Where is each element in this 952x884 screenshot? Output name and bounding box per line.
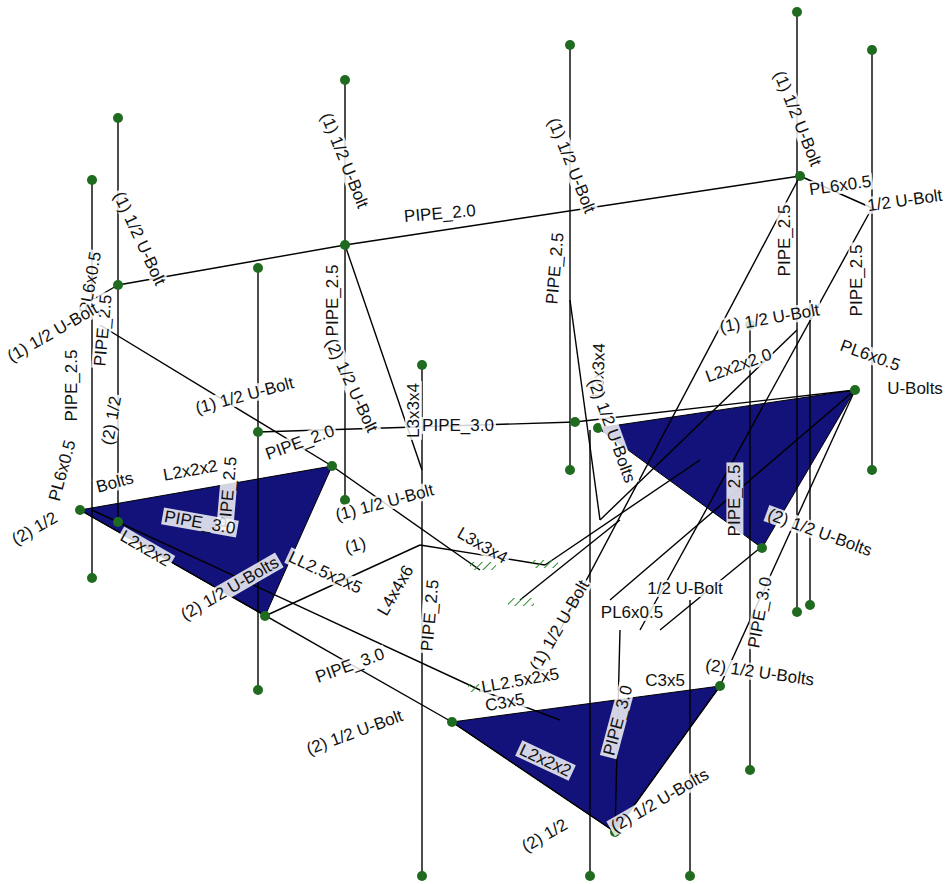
members	[80, 10, 872, 880]
member-label: PIPE_2.5	[848, 242, 865, 318]
member-label: (1) 1/2 U-Bolt	[526, 575, 593, 675]
member-label: PL6x0.5	[806, 172, 874, 198]
mount-plates	[80, 390, 855, 832]
member-label: L3x3x4	[404, 381, 421, 440]
member-label: (2) 1/2	[8, 507, 63, 548]
member-label: PIPE_2.5	[726, 462, 743, 538]
member-label: PIPE_2.0	[261, 421, 338, 463]
member-label: 1/2 U-Bolt	[864, 186, 945, 214]
member-label: (1) 1/2 U-Bolt	[717, 301, 823, 336]
member-label: (1)	[341, 534, 369, 557]
member-label: (2) 1/2	[518, 814, 573, 855]
member-label: PL6x0.5	[836, 336, 904, 375]
member-label: 1/2 U-Bolt	[645, 580, 725, 597]
member-label: (1) 1/2 U-Bolt	[544, 113, 599, 217]
member-label: PL6x0.5	[599, 604, 665, 621]
member-label: PIPE_3.0	[420, 417, 496, 434]
member-label: L3x3x4	[452, 523, 511, 567]
member-label: PIPE_2.5	[418, 576, 442, 653]
member-label: (2) 1/2 U-Bolts	[764, 505, 877, 560]
member-label: PIPE_2.5	[543, 229, 567, 306]
member-label: U-Bolts	[885, 380, 945, 397]
joints	[75, 7, 877, 881]
member-label: L2x2x2	[160, 457, 221, 484]
member-label: PIPE_2.5	[776, 202, 793, 278]
member-label: Bolts	[93, 468, 138, 495]
member-label: PIPE_2.5	[324, 262, 341, 338]
member-label: PL6x0.5	[45, 436, 79, 505]
member-label: (1) 1/2 U-Bolt	[110, 187, 170, 289]
member-label: (1) 1/2 U-Bolt	[770, 66, 825, 170]
member-label: PIPE_2.0	[401, 201, 478, 225]
member-label: L2x2x2.0	[701, 345, 775, 386]
member-label: L4x4x6	[373, 560, 417, 619]
member-label: C3x5	[643, 672, 687, 689]
member-label: (1) 1/2 U-Bolt	[3, 298, 103, 365]
member-label: (2) 1/2	[99, 392, 125, 447]
member-label: (2) 1/2 U-Bolt	[303, 706, 408, 758]
member-label: PIPE_2.5	[63, 347, 80, 423]
member-label: (1) 1/2 U-Bolt	[192, 373, 298, 417]
